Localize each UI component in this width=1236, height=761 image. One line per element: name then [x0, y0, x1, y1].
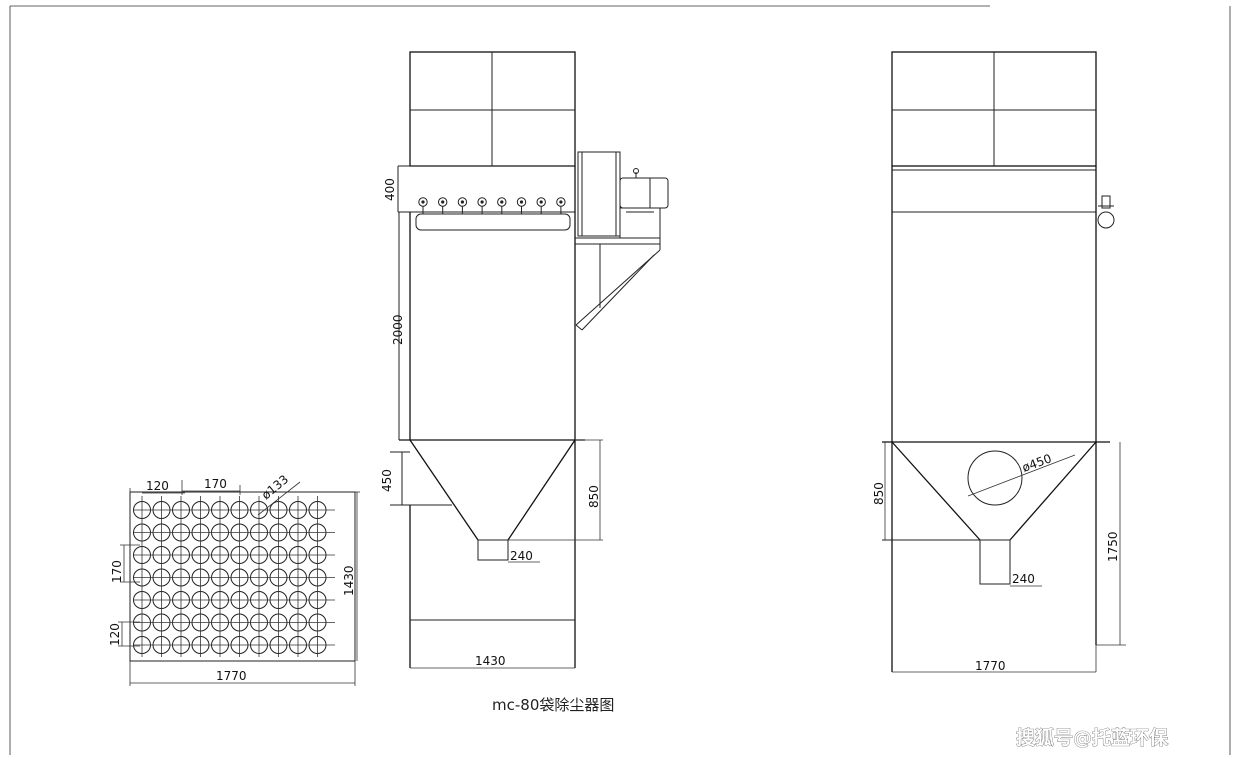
front-dim-width: 1430	[475, 654, 506, 668]
side-dim-inlet-dia: ø450	[1020, 451, 1053, 475]
side-dim-leg: 1750	[1106, 531, 1120, 562]
pulse-valve-core	[519, 200, 524, 204]
plan-dim-height: 1430	[342, 565, 356, 596]
drawing-frame	[9, 5, 1231, 755]
pulse-valve-core	[480, 200, 484, 204]
front-dim-header: 400	[383, 178, 397, 201]
pulse-valve-core	[421, 200, 425, 204]
side-dim-width: 1770	[975, 659, 1006, 673]
front-dim-body: 2000	[391, 314, 405, 345]
pulse-valve-core	[559, 200, 563, 204]
pulse-valve-core	[539, 200, 543, 204]
pulse-valve-core	[441, 200, 445, 204]
side-dim-hopper: 850	[872, 482, 886, 505]
pulse-valve-core	[500, 200, 504, 204]
front-view: 400 2000 240	[380, 51, 669, 669]
plan-dim-width: 1770	[216, 669, 247, 683]
front-dim-hopper: 850	[587, 485, 601, 508]
plan-dim-hole-dia: ø133	[259, 472, 291, 502]
plan-dim-top-pitch: 170	[204, 477, 227, 491]
plan-view: 120 170 ø133 170 120 1770 1430	[108, 472, 360, 686]
pulse-valve-row	[418, 197, 566, 214]
plan-dim-left-pitch: 170	[110, 560, 124, 583]
plan-dim-top-margin: 120	[146, 479, 169, 493]
filter-hole-grid	[133, 496, 335, 657]
front-dim-inlet: 450	[380, 469, 394, 492]
side-dim-outlet: 240	[1012, 572, 1035, 586]
drawing-caption: mc-80袋除尘器图	[492, 696, 614, 714]
front-dim-outlet: 240	[510, 549, 533, 563]
pulse-valve-core	[460, 200, 464, 204]
side-view: 240 ø450 850 1750 1770	[872, 51, 1126, 673]
plan-dim-left-margin: 120	[108, 623, 122, 646]
watermark-label: 搜狐号@托蓝环保	[1016, 726, 1169, 749]
